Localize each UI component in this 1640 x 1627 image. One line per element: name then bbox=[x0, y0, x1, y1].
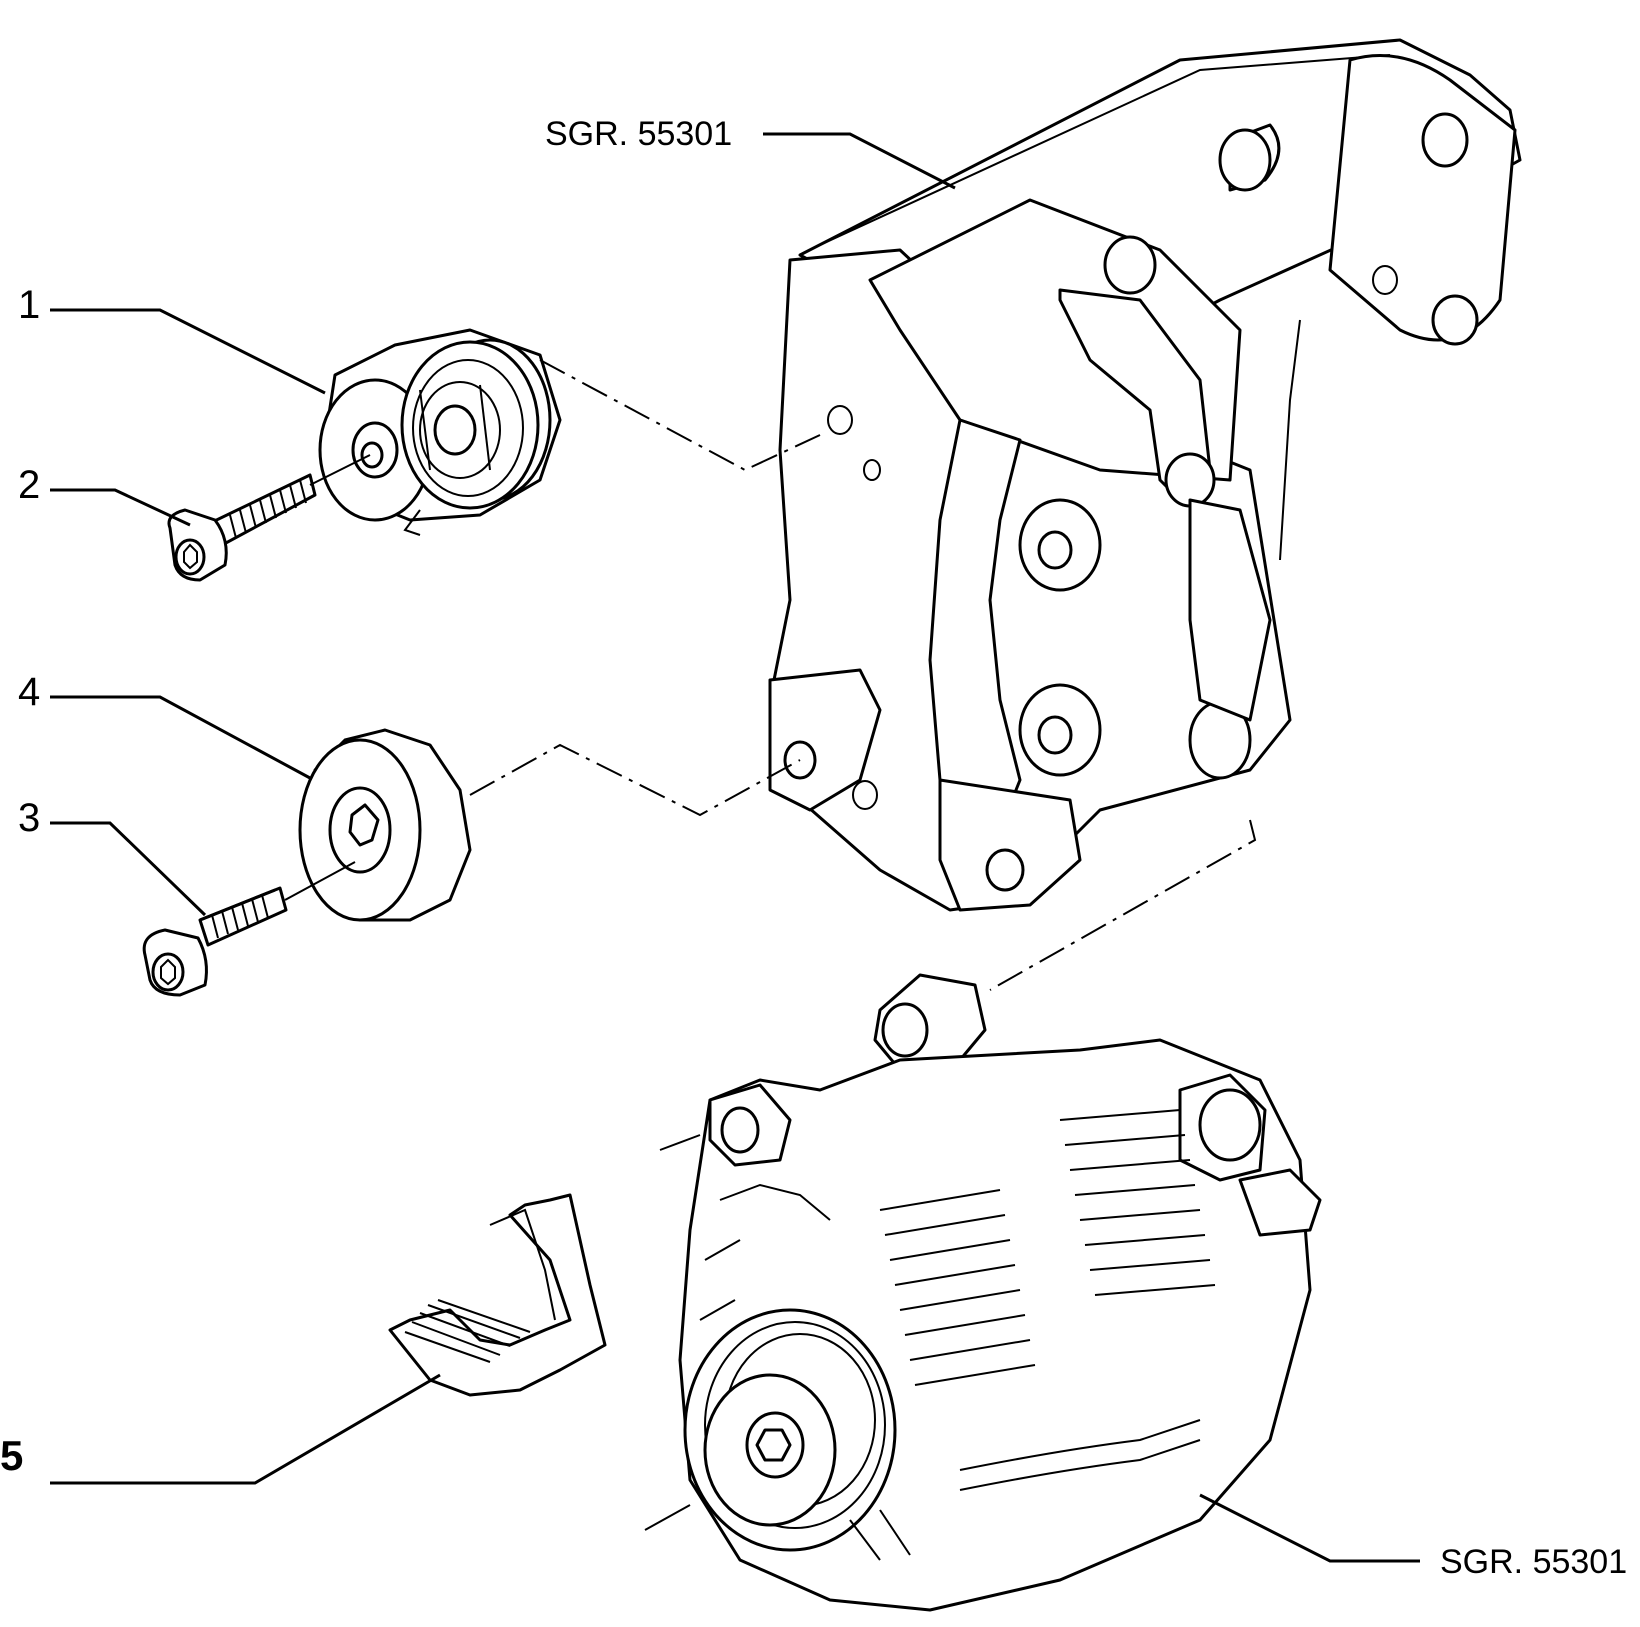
reference-top: SGR. 55301 bbox=[545, 115, 732, 153]
axis-bolt-3 bbox=[284, 861, 356, 901]
leader-ref-top bbox=[763, 132, 956, 190]
leader-5 bbox=[50, 1373, 441, 1485]
leader-4 bbox=[50, 695, 311, 780]
centerline-alternator bbox=[989, 819, 1257, 991]
front-fins bbox=[879, 1189, 1036, 1386]
leader-1 bbox=[50, 308, 326, 395]
leader-2 bbox=[50, 488, 191, 527]
callout-4: 4 bbox=[18, 670, 40, 714]
cooling-fins bbox=[1059, 1109, 1216, 1296]
mounting-bracket bbox=[768, 38, 1522, 912]
callout-5: 5 bbox=[0, 1432, 23, 1479]
leader-ref-bottom bbox=[1199, 1493, 1420, 1563]
leader-3 bbox=[50, 821, 207, 917]
axis-bolt-2 bbox=[309, 454, 371, 486]
alternator-pulley bbox=[683, 1308, 897, 1552]
bolt-3 bbox=[142, 886, 288, 997]
bolt-2 bbox=[167, 473, 317, 582]
poly-v-belt bbox=[388, 1193, 607, 1397]
reference-bottom: SGR. 55301 bbox=[1440, 1543, 1627, 1581]
centerline-tensioner bbox=[539, 359, 821, 472]
tensioner-pulley bbox=[318, 328, 562, 536]
callout-3: 3 bbox=[18, 796, 40, 840]
centerline-idler bbox=[469, 743, 801, 817]
alternator bbox=[644, 973, 1322, 1612]
alternator-fan bbox=[699, 1183, 911, 1561]
idler-pulley bbox=[298, 728, 472, 922]
callout-2: 2 bbox=[18, 463, 40, 507]
callout-1: 1 bbox=[18, 283, 40, 327]
